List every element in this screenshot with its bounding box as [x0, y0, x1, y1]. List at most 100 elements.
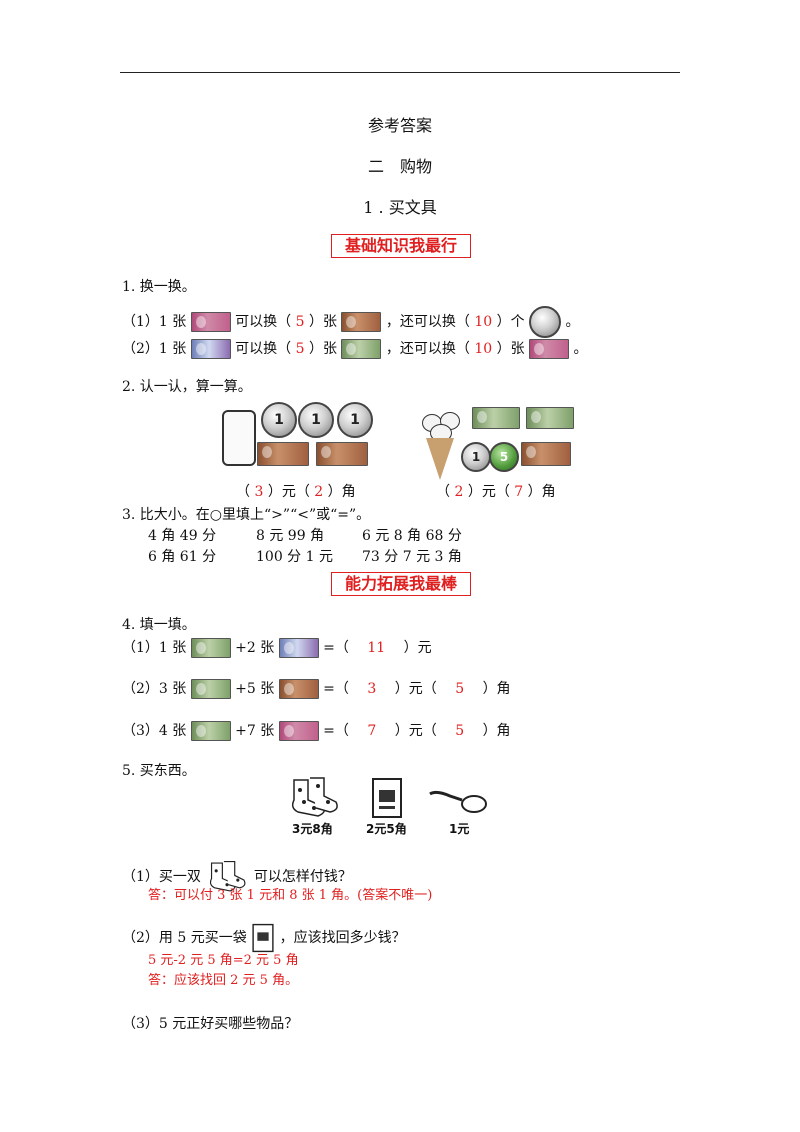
q2r-open: （ [436, 484, 450, 500]
q5s2-suffix: ，应该找回多少钱？ [279, 930, 406, 946]
q1l2-mid2: ）张 [309, 341, 337, 357]
five-jiao-note-icon [529, 339, 570, 359]
q4l1-c: =（ [323, 640, 349, 656]
q2l-unit1: ）元（ [267, 484, 310, 500]
unit-title: 二 购物 [367, 157, 432, 176]
q1l1-ans2: 10 [474, 314, 493, 330]
q2r-unit1: ）元（ [467, 484, 510, 500]
q5s2-prefix: （2）用 5 元买一袋 [122, 930, 247, 946]
q1-heading: 1. 换一换。 [122, 279, 196, 295]
one-yuan-note-icon [472, 407, 520, 429]
q3-r1c1: 4 角 49 分 [148, 528, 217, 544]
one-yuan-note-icon [190, 638, 231, 658]
silver-coin-icon [529, 306, 562, 338]
q5-sub1-answer: 答：可以付 3 张 1 元和 8 张 1 角。(答案不唯一) [148, 888, 433, 903]
banner-extend: 能力拓展我最棒 [331, 572, 471, 596]
q4l2-a: （2）3 张 [122, 681, 187, 697]
q1l1-ans1: 5 [295, 314, 305, 330]
top-rule [120, 72, 680, 73]
q4l2-ans1: 3 [367, 681, 377, 697]
socks-price: 3元8角 [292, 822, 333, 836]
q2-left-answer: （ 3 ）元（ 2 ）角 [236, 481, 356, 501]
q1l2-end: 。 [573, 341, 588, 357]
q4l3-ans1: 7 [367, 723, 377, 739]
q1l2-mid3: ，还可以换（ [385, 341, 470, 357]
q4l2-e: ）角 [482, 681, 511, 697]
q1l1-prefix: （1）1 张 [122, 314, 187, 330]
one-jiao-coin-icon: 1 [461, 442, 491, 472]
q1l2-ans1: 5 [295, 341, 305, 357]
five-jiao-note-icon [278, 721, 319, 741]
q4l3-e: ）角 [482, 723, 511, 739]
spoon-price: 1元 [449, 822, 470, 836]
one-jiao-note-icon [521, 442, 571, 466]
q5s1-suffix: 可以怎样付钱？ [253, 869, 352, 885]
q4l1-b: +2 张 [235, 640, 275, 656]
q4-line3: （3）4 张 +7 张 =（ 7 ）元（ 5 ）角 [122, 720, 511, 741]
ten-yuan-note-pink-icon [190, 312, 231, 332]
q5-sub3: （3）5 元正好买哪些物品？ [122, 1016, 299, 1032]
q3-heading: 3. 比大小。在○里填上“>”“<”或“=”。 [122, 507, 371, 523]
five-yuan-note-icon [190, 339, 231, 359]
q1l1-mid2: ）张 [309, 314, 337, 330]
one-yuan-coin-icon: 1 [261, 402, 297, 438]
snack-bag-icon [372, 778, 402, 818]
banner-basic: 基础知识我最行 [331, 234, 471, 258]
drink-can-icon [222, 410, 256, 466]
q1l1-mid1: 可以换（ [235, 314, 292, 330]
q2r-ans2: 7 [514, 484, 524, 500]
q5-sub2-answer: 答：应该找回 2 元 5 角。 [148, 973, 299, 988]
q4l1-a: （1）1 张 [122, 640, 187, 656]
q4l2-d: ）元（ [394, 681, 437, 697]
q3-r2c3: 73 分 7 元 3 角 [362, 549, 462, 565]
q1l1-end: 。 [565, 314, 580, 330]
q4l3-ans2: 5 [455, 723, 465, 739]
lesson-title: 1 . 买文具 [363, 198, 437, 217]
socks-icon [291, 777, 338, 817]
q5-sub2: （2）用 5 元买一袋 ，应该找回多少钱？ [122, 922, 406, 954]
q5-sub1: （1）买一双 可以怎样付钱？ [122, 860, 352, 894]
spoon-icon [429, 790, 487, 813]
q1l2-prefix: （2）1 张 [122, 341, 187, 357]
q1l2-mid4: ）张 [496, 341, 525, 357]
one-jiao-note-icon [257, 442, 309, 466]
snack-price: 2元5角 [366, 822, 407, 836]
q4l1-d: ）元 [403, 640, 432, 656]
q2l-ans1: 3 [254, 484, 264, 500]
q1l1-mid3: ，还可以换（ [385, 314, 470, 330]
one-yuan-note-icon [190, 721, 231, 741]
five-jiao-coin-icon: 5 [489, 442, 519, 472]
q5-heading: 5. 买东西。 [122, 763, 196, 779]
q2-heading: 2. 认一认，算一算。 [122, 379, 252, 395]
q4l1-ans1: 11 [367, 640, 386, 656]
q4l2-b: +5 张 [235, 681, 275, 697]
five-yuan-note-icon [278, 638, 319, 658]
q4-heading: 4. 填一填。 [122, 617, 196, 633]
q4l3-a: （3）4 张 [122, 723, 187, 739]
q2l-open: （ [236, 484, 250, 500]
q5s1-prefix: （1）买一双 [122, 869, 201, 885]
socks-icon [210, 860, 246, 892]
one-jiao-note-icon [341, 312, 382, 332]
q1l2-ans2: 10 [474, 341, 493, 357]
q2r-unit2: ）角 [527, 484, 556, 500]
q3-r2c1: 6 角 61 分 [148, 549, 217, 565]
snack-bag-icon [252, 923, 274, 953]
one-yuan-note-icon [190, 679, 231, 699]
one-yuan-note-icon [526, 407, 574, 429]
q4l3-d: ）元（ [394, 723, 437, 739]
q4l2-ans2: 5 [455, 681, 465, 697]
q1l1-mid4: ）个 [496, 314, 525, 330]
q4l2-c: =（ [323, 681, 349, 697]
q3-r2c2: 100 分 1 元 [256, 549, 333, 565]
q4-line1: （1）1 张 +2 张 =（ 11 ）元 [122, 637, 432, 658]
page-title: 参考答案 [367, 116, 432, 135]
q4l3-b: +7 张 [235, 723, 275, 739]
one-yuan-note-icon [341, 339, 382, 359]
one-jiao-note-icon [316, 442, 368, 466]
q4-line2: （2）3 张 +5 张 =（ 3 ）元（ 5 ）角 [122, 678, 511, 699]
q2l-ans2: 2 [314, 484, 324, 500]
one-yuan-coin-icon: 1 [337, 402, 373, 438]
q3-r1c2: 8 元 99 角 [256, 528, 325, 544]
q2r-ans1: 2 [454, 484, 464, 500]
